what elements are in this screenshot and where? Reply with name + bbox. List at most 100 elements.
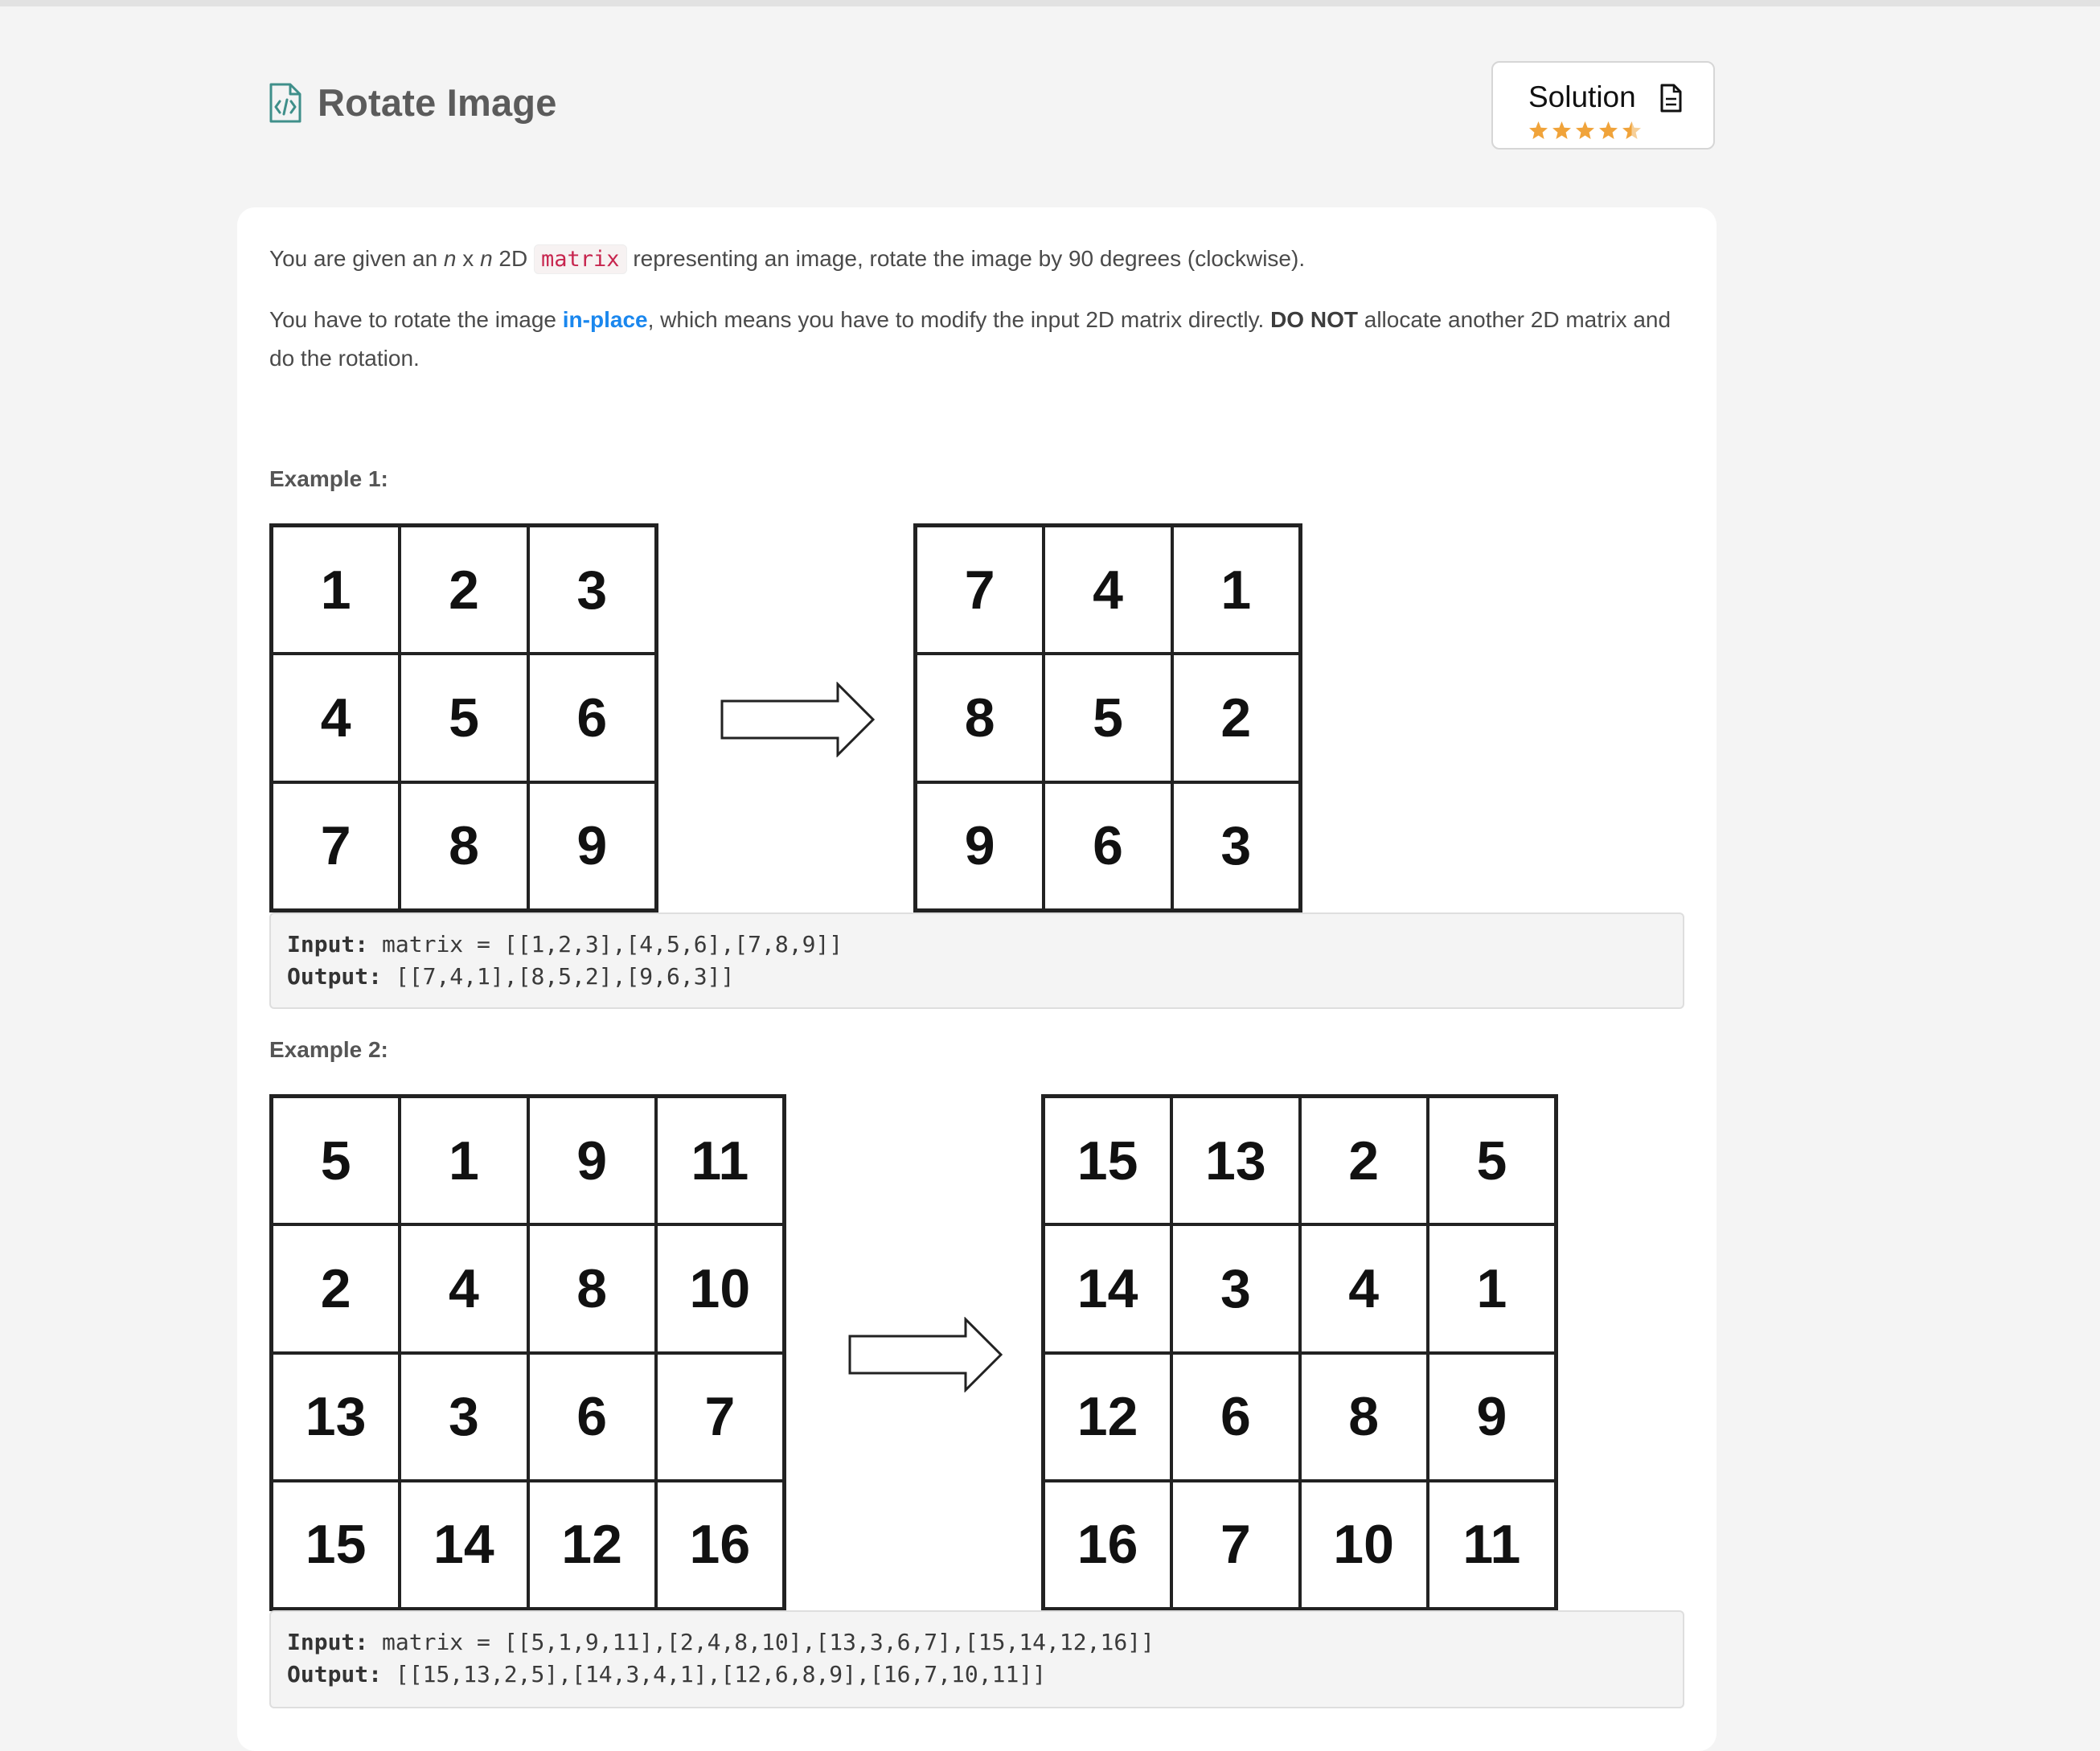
- star-icon: [1599, 121, 1618, 139]
- text: You are given an: [269, 246, 444, 271]
- matrix-cell: 8: [916, 654, 1044, 782]
- matrix-cell: 10: [1299, 1480, 1428, 1609]
- star-icon: [1622, 121, 1641, 139]
- matrix-cell: 2: [400, 526, 528, 654]
- right-arrow-icon: [848, 1317, 1003, 1392]
- problem-header: Rotate Image: [268, 80, 557, 125]
- matrix-cell: 3: [1171, 1224, 1300, 1353]
- matrix-cell: 5: [1044, 654, 1172, 782]
- bold-text: DO NOT: [1270, 307, 1358, 332]
- inline-code: matrix: [534, 244, 627, 274]
- matrix-cell: 7: [655, 1352, 784, 1481]
- output-value: [[7,4,1],[8,5,2],[9,6,3]]: [382, 963, 735, 990]
- matrix-cell: 7: [916, 526, 1044, 654]
- matrix-cell: 1: [1171, 526, 1300, 654]
- description-paragraph-2: You have to rotate the image in-place, w…: [269, 301, 1692, 378]
- text: , which means you have to modify the inp…: [647, 307, 1271, 332]
- output-value: [[15,13,2,5],[14,3,4,1],[12,6,8,9],[16,7…: [382, 1661, 1047, 1687]
- matrix-cell: 4: [400, 1224, 528, 1353]
- matrix-cell: 9: [916, 781, 1044, 910]
- matrix-cell: 9: [527, 1097, 656, 1225]
- example-1-io-block: Input: matrix = [[1,2,3],[4,5,6],[7,8,9]…: [269, 912, 1684, 1009]
- matrix-cell: 13: [1171, 1097, 1300, 1225]
- text: allocate another 2D matrix and do the ro…: [269, 307, 1671, 371]
- top-border: [0, 0, 2100, 6]
- matrix-cell: 11: [655, 1097, 784, 1225]
- matrix-cell: 8: [527, 1224, 656, 1353]
- example-1-label: Example 1:: [269, 466, 388, 491]
- star-icon: [1552, 121, 1571, 139]
- in-place-link[interactable]: in-place: [562, 307, 648, 332]
- text: You have to rotate the image: [269, 307, 563, 332]
- matrix-cell: 7: [272, 781, 400, 910]
- matrix-cell: 5: [1427, 1097, 1556, 1225]
- rating-stars: [1528, 121, 1642, 141]
- matrix-cell: 9: [527, 781, 656, 910]
- matrix-cell: 3: [1171, 781, 1300, 910]
- matrix-cell: 6: [1044, 781, 1172, 910]
- input-line: Input: matrix = [[1,2,3],[4,5,6],[7,8,9]…: [287, 929, 1667, 961]
- matrix-cell: 2: [1171, 654, 1300, 782]
- matrix-cell: 3: [400, 1352, 528, 1481]
- input-value: matrix = [[1,2,3],[4,5,6],[7,8,9]]: [368, 931, 843, 958]
- star-icon: [1529, 121, 1548, 139]
- matrix-cell: 4: [1299, 1224, 1428, 1353]
- matrix-cell: 16: [655, 1480, 784, 1609]
- document-icon: [1660, 84, 1682, 113]
- matrix-cell: 3: [527, 526, 656, 654]
- matrix-cell: 14: [400, 1480, 528, 1609]
- matrix-cell: 16: [1044, 1480, 1172, 1609]
- output-line: Output: [[7,4,1],[8,5,2],[9,6,3]]: [287, 961, 1667, 993]
- example-2-label: Example 2:: [269, 1037, 388, 1062]
- italic-n: n: [443, 246, 457, 271]
- solution-label: Solution: [1528, 80, 1636, 113]
- output-line: Output: [[15,13,2,5],[14,3,4,1],[12,6,8,…: [287, 1659, 1667, 1691]
- input-value: matrix = [[5,1,9,11],[2,4,8,10],[13,3,6,…: [368, 1629, 1155, 1655]
- matrix-cell: 8: [1299, 1352, 1428, 1481]
- output-key: Output:: [287, 1661, 383, 1687]
- star-icon: [1576, 121, 1594, 139]
- matrix-cell: 10: [655, 1224, 784, 1353]
- matrix-cell: 6: [1171, 1352, 1300, 1481]
- matrix-cell: 13: [272, 1352, 400, 1481]
- right-arrow-icon: [720, 682, 876, 757]
- text: x: [456, 246, 481, 271]
- matrix-cell: 2: [1299, 1097, 1428, 1225]
- text: representing an image, rotate the image …: [626, 246, 1306, 271]
- matrix-cell: 8: [400, 781, 528, 910]
- matrix-cell: 12: [1044, 1352, 1172, 1481]
- problem-description-card: You are given an n x n 2D matrix represe…: [237, 207, 1717, 1751]
- input-line: Input: matrix = [[5,1,9,11],[2,4,8,10],[…: [287, 1626, 1667, 1659]
- text: 2D: [492, 246, 534, 271]
- matrix-cell: 14: [1044, 1224, 1172, 1353]
- matrix-cell: 5: [400, 654, 528, 782]
- matrix-cell: 5: [272, 1097, 400, 1225]
- input-key: Input:: [287, 1629, 369, 1655]
- page-title: Rotate Image: [318, 81, 557, 124]
- output-key: Output:: [287, 963, 383, 990]
- matrix-cell: 4: [1044, 526, 1172, 654]
- matrix-cell: 12: [527, 1480, 656, 1609]
- input-key: Input:: [287, 931, 369, 958]
- matrix-cell: 2: [272, 1224, 400, 1353]
- matrix-cell: 6: [527, 654, 656, 782]
- matrix-cell: 1: [400, 1097, 528, 1225]
- italic-n: n: [480, 246, 493, 271]
- code-file-icon: [269, 83, 301, 122]
- matrix-cell: 15: [1044, 1097, 1172, 1225]
- matrix-cell: 1: [1427, 1224, 1556, 1353]
- matrix-cell: 9: [1427, 1352, 1556, 1481]
- matrix-cell: 4: [272, 654, 400, 782]
- matrix-cell: 1: [272, 526, 400, 654]
- matrix-cell: 11: [1427, 1480, 1556, 1609]
- matrix-cell: 7: [1171, 1480, 1300, 1609]
- matrix-cell: 6: [527, 1352, 656, 1481]
- solution-button[interactable]: Solution: [1491, 61, 1715, 150]
- example-2-io-block: Input: matrix = [[5,1,9,11],[2,4,8,10],[…: [269, 1610, 1684, 1708]
- description-paragraph-1: You are given an n x n 2D matrix represe…: [269, 240, 1305, 279]
- matrix-cell: 15: [272, 1480, 400, 1609]
